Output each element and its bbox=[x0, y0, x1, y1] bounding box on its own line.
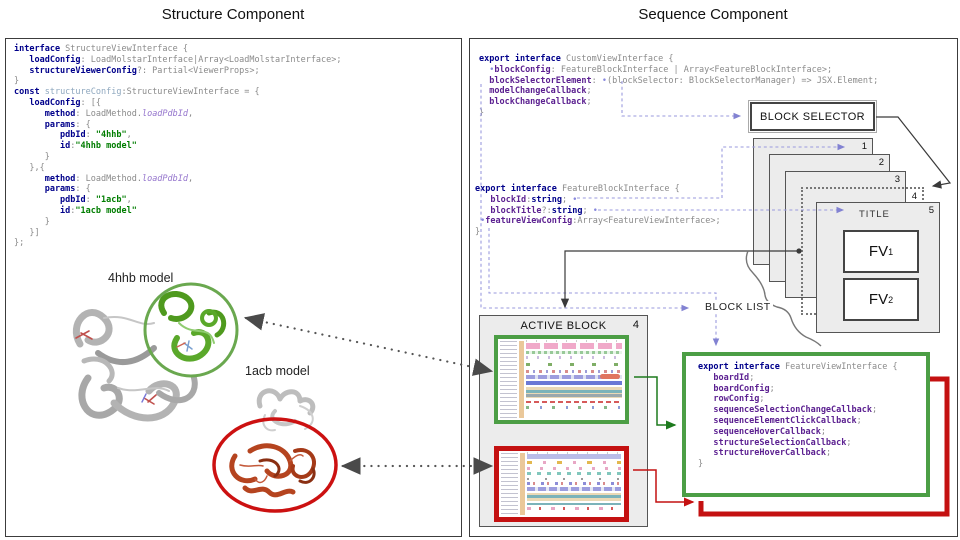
feature-block-interface-code: export interface FeatureBlockInterface {… bbox=[475, 184, 721, 238]
track bbox=[526, 351, 622, 354]
active-block-label: ACTIVE BLOCK bbox=[520, 320, 607, 332]
track bbox=[526, 390, 622, 393]
track bbox=[600, 374, 620, 379]
block-3-number: 3 bbox=[894, 174, 900, 185]
sequence-view-red-image bbox=[494, 446, 629, 522]
feature-view-interface-box: export interface FeatureViewInterface { … bbox=[682, 352, 930, 497]
track bbox=[526, 375, 622, 379]
track bbox=[527, 454, 621, 459]
ruler-track bbox=[526, 340, 622, 342]
fv2-label: FV bbox=[868, 291, 889, 308]
active-block-box: ACTIVE BLOCK 4 bbox=[479, 315, 648, 527]
row-labels bbox=[501, 453, 518, 515]
track bbox=[526, 401, 622, 403]
block-title-label: TITLE bbox=[859, 209, 890, 220]
row-labels bbox=[500, 341, 517, 418]
track bbox=[527, 503, 621, 505]
row-strip bbox=[519, 341, 524, 418]
feature-view-interface-code: export interface FeatureViewInterface { … bbox=[698, 362, 898, 470]
track bbox=[527, 461, 621, 464]
model-4hhb-label: 4hhb model bbox=[108, 271, 174, 285]
track bbox=[527, 482, 621, 485]
track bbox=[526, 356, 622, 359]
fv1-label: FV bbox=[868, 243, 889, 260]
sequence-component-header: Sequence Component bbox=[638, 6, 788, 23]
row-strip bbox=[520, 453, 525, 515]
structure-component-header: Structure Component bbox=[161, 6, 305, 23]
track bbox=[526, 394, 622, 397]
track bbox=[527, 472, 621, 475]
sequence-view-green-image bbox=[494, 335, 629, 424]
fv1-subscript: 1 bbox=[888, 246, 894, 257]
track bbox=[527, 478, 621, 480]
custom-view-interface-code: export interface CustomViewInterface { •… bbox=[479, 54, 879, 118]
track bbox=[526, 343, 622, 349]
track bbox=[526, 363, 622, 366]
track bbox=[526, 381, 622, 385]
track bbox=[527, 507, 621, 510]
active-block-number: 4 bbox=[632, 319, 639, 331]
block-5-number: 5 bbox=[928, 205, 934, 216]
block-1-number: 1 bbox=[861, 141, 867, 152]
track bbox=[527, 495, 621, 498]
track bbox=[527, 467, 621, 470]
track bbox=[527, 487, 621, 491]
fv2-subscript: 2 bbox=[888, 294, 894, 305]
block-4-number: 4 bbox=[911, 191, 917, 202]
structure-view-interface-code: interface StructureViewInterface { loadC… bbox=[14, 44, 342, 249]
block-2-number: 2 bbox=[878, 157, 884, 168]
block-selector-label: BLOCK SELECTOR bbox=[759, 110, 866, 123]
block-list-label: BLOCK LIST bbox=[703, 301, 773, 313]
track bbox=[526, 370, 622, 373]
track bbox=[526, 406, 622, 409]
ruler-track bbox=[527, 452, 621, 454]
model-1acb-label: 1acb model bbox=[245, 364, 310, 378]
block-selector-box: BLOCK SELECTOR bbox=[748, 100, 877, 133]
